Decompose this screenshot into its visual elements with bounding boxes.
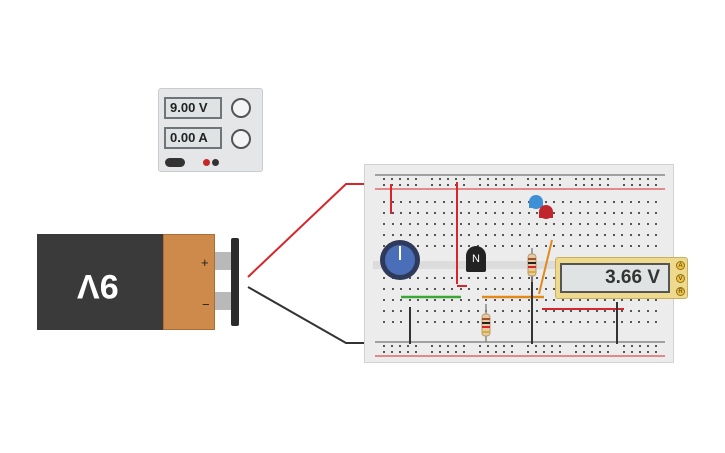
power-supply[interactable]: 9.00 V 0.00 A (158, 88, 263, 172)
current-knob[interactable] (231, 129, 251, 149)
battery-plus-label: + (201, 255, 209, 270)
battery-body: 9V (37, 234, 163, 330)
breadboard-components (380, 182, 624, 344)
battery-minus-terminal[interactable] (215, 292, 231, 310)
voltage-display: 9.00 V (164, 97, 222, 119)
black-terminal[interactable] (212, 159, 219, 166)
ohmmeter-button[interactable]: R (676, 287, 685, 296)
transistor[interactable]: N (466, 246, 486, 272)
battery-connector[interactable] (231, 238, 239, 326)
battery-label: 9V (77, 267, 119, 305)
ammeter-button[interactable]: A (676, 261, 685, 270)
current-display: 0.00 A (164, 127, 222, 149)
battery-cap: + − (163, 234, 215, 330)
multimeter-reading: 3.66 V (560, 263, 670, 293)
power-switch[interactable] (165, 158, 185, 167)
voltage-knob[interactable] (231, 98, 251, 118)
voltmeter-button[interactable]: V (676, 274, 685, 283)
battery-minus-label: − (202, 297, 210, 312)
battery-plus-terminal[interactable] (215, 252, 231, 270)
red-terminal[interactable] (203, 159, 210, 166)
multimeter[interactable]: 3.66 V A V R (555, 257, 688, 299)
battery-9v[interactable]: 9V + − (37, 234, 239, 330)
